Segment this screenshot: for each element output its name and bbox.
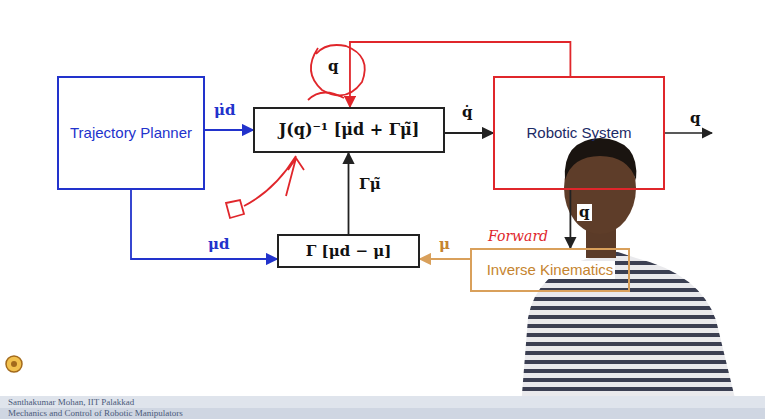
signal-arrow: [350, 42, 570, 107]
node-text: Trajectory Planner: [68, 124, 194, 142]
signal-label: q̇: [460, 104, 475, 121]
node-text: Γ [μd − μ]: [304, 242, 394, 260]
node-text: Robotic System: [524, 124, 633, 142]
annotation-arrow: [308, 92, 344, 100]
gain-box: Γ [μd − μ]: [277, 234, 420, 268]
output-line: [665, 132, 712, 134]
logo-core: [11, 361, 17, 367]
signal-arrow: [131, 190, 277, 259]
handwritten-note: Forward: [486, 228, 550, 244]
footer-band: [0, 396, 765, 408]
signal-arrow: [420, 258, 470, 260]
footer-author: Santhakumar Mohan, IIT Palakkad: [8, 397, 134, 407]
annotation-box: [226, 200, 244, 218]
annotation-stroke: [244, 156, 296, 206]
annotation-arrow: [286, 158, 304, 196]
logo-ring: [6, 356, 22, 372]
node-text: J(q)⁻¹ [μ̇d + Γμ̃]: [277, 120, 422, 139]
footer-course: Mechanics and Control of Robotic Manipul…: [8, 408, 183, 418]
kinematics-box: Inverse Kinematics: [470, 248, 630, 292]
signal-label: μd: [206, 236, 231, 253]
signal-arrow: [570, 190, 572, 248]
presenter-hair: [565, 138, 637, 180]
controller-box: J(q)⁻¹ [μ̇d + Γμ̃]: [253, 107, 445, 153]
signal-arrow: [348, 153, 350, 234]
logo: [6, 356, 22, 372]
signal-arrow: [205, 129, 253, 131]
signal-label: q: [326, 58, 341, 75]
signal-label: q: [577, 204, 592, 221]
plant-box: Robotic System: [493, 76, 665, 190]
signal-label: μ̇d: [212, 102, 237, 119]
annotation-circle: [311, 45, 365, 95]
planner-box: Trajectory Planner: [57, 76, 205, 190]
output-signal: q: [688, 110, 703, 127]
signal-arrow: [445, 132, 493, 134]
node-text: Inverse Kinematics: [485, 261, 616, 279]
signal-label: μ: [437, 236, 452, 253]
footer-band: [0, 408, 765, 419]
signal-label: Γμ̃: [357, 176, 383, 193]
